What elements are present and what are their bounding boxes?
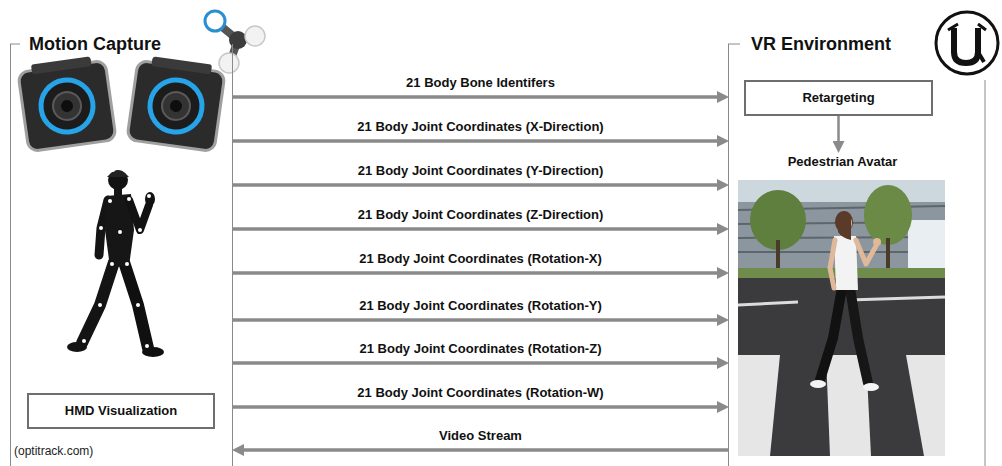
mocap-camera (160, 90, 192, 122)
avatar-illustration (738, 355, 780, 456)
source-note: (optitrack.com) (14, 444, 93, 458)
mocap-actor (142, 347, 164, 357)
arrow-label: 21 Body Joint Coordinates (Rotation-X) (355, 251, 606, 267)
avatar-illustration (856, 240, 876, 264)
mocap-actor (125, 262, 129, 266)
avatar-illustration (850, 288, 868, 383)
mocap-camera (60, 99, 74, 113)
mocap-actor (145, 192, 155, 206)
unreal-logo (948, 24, 986, 30)
unreal-logo (978, 52, 984, 62)
avatar-illustration (776, 240, 780, 272)
avatar-illustration (838, 212, 851, 240)
mocap-actor (147, 194, 151, 198)
connectors (233, 97, 839, 450)
data-flow-arrow (233, 95, 717, 99)
avatar-frame: Pedestrian Avatar (739, 152, 946, 456)
molecule-icon (245, 26, 265, 46)
avatar-illustration (810, 211, 881, 391)
avatar-illustration (738, 278, 945, 456)
mocap-actor (124, 262, 148, 348)
panel-heading: Motion Capture (27, 34, 163, 54)
molecule-icon (205, 11, 225, 31)
data-flow-arrow (233, 139, 717, 143)
mocap-actor (107, 171, 129, 178)
mocap-actor (145, 344, 149, 348)
molecule-icon (229, 31, 247, 49)
arrow-label: 21 Body Joint Coordinates (Rotation-Z) (356, 341, 606, 357)
mocap-camera (17, 54, 116, 151)
data-flow-arrow (837, 116, 840, 141)
mocap-actor (118, 230, 122, 234)
arrow-label: 21 Body Joint Coordinates (X-Direction) (353, 119, 607, 135)
avatar-illustration (738, 180, 945, 456)
avatar-illustration (738, 180, 945, 456)
molecule-icon (219, 53, 239, 73)
unreal-logo (954, 28, 978, 63)
process-box: HMD Visualization (27, 393, 215, 429)
mocap-actor (67, 342, 87, 352)
mocap-actor (99, 226, 103, 230)
avatar-illustration (864, 185, 912, 245)
mocap-camera (31, 56, 92, 74)
arrow-label: Video Stream (435, 428, 526, 444)
data-flow-arrow (233, 318, 717, 322)
arrow-label: 21 Body Joint Coordinates (Z-Direction) (354, 207, 608, 223)
mocap-camera (127, 60, 225, 151)
avatar-illustration (906, 355, 945, 456)
mocap-actor (67, 168, 164, 357)
mocap-camera (147, 77, 206, 136)
mocap-actor (129, 200, 149, 230)
avatar-illustration (810, 380, 826, 388)
data-flow-arrow (233, 227, 717, 231)
avatar-illustration (873, 238, 881, 246)
box-label: Retargeting (802, 90, 874, 106)
box-label: HMD Visualization (65, 403, 177, 419)
data-flow-arrow (244, 448, 728, 452)
mocap-camera (51, 90, 83, 122)
data-flow-arrow (233, 183, 717, 187)
mocap-actor (127, 197, 131, 201)
panel-ticks (985, 80, 986, 466)
arrow-label: 21 Body Joint Coordinates (Rotation-Y) (355, 298, 606, 314)
mocap-actor (108, 199, 112, 203)
panel-region: Motion CaptureHMD Visualization (10, 44, 233, 466)
mocap-actor (82, 339, 86, 343)
avatar-illustration (820, 288, 842, 380)
mocap-actor (108, 170, 128, 190)
avatar-illustration (908, 220, 945, 270)
mocap-actor (136, 303, 140, 307)
panel-heading: VR Environment (749, 34, 893, 54)
mocap-actor (111, 168, 115, 172)
unreal-logo (936, 12, 998, 74)
mocap-camera (127, 54, 226, 151)
mocap-actor (110, 262, 114, 266)
molecule-icon (205, 11, 265, 73)
mocap-camera (38, 77, 97, 136)
avatar-illustration (834, 236, 858, 290)
mocap-actor (82, 262, 114, 343)
arrow-label: 21 Body Bone Identifers (402, 75, 559, 91)
data-flow-arrow (233, 271, 717, 275)
mocap-actor (138, 228, 142, 232)
arrow-label: 21 Body Joint Coordinates (Y-Direction) (354, 163, 608, 179)
arrow-label: 21 Body Joint Coordinates (Rotation-W) (353, 385, 607, 401)
mocap-camera (18, 60, 116, 151)
mocap-actor (98, 303, 102, 307)
mocap-camera (169, 99, 183, 113)
process-box: Retargeting (744, 80, 933, 116)
avatar-illustration (886, 238, 890, 272)
figure-heading: Pedestrian Avatar (739, 152, 946, 172)
data-flow-arrow (233, 405, 717, 409)
unreal-logo (936, 12, 998, 74)
avatar-illustration (830, 240, 835, 288)
mocap-camera (151, 56, 212, 74)
panel-ticks (10, 44, 985, 466)
panel-region: VR EnvironmentRetargetingPedestrian Avat… (728, 44, 985, 466)
avatar-illustration (863, 383, 879, 391)
data-flow-arrow (233, 361, 717, 365)
